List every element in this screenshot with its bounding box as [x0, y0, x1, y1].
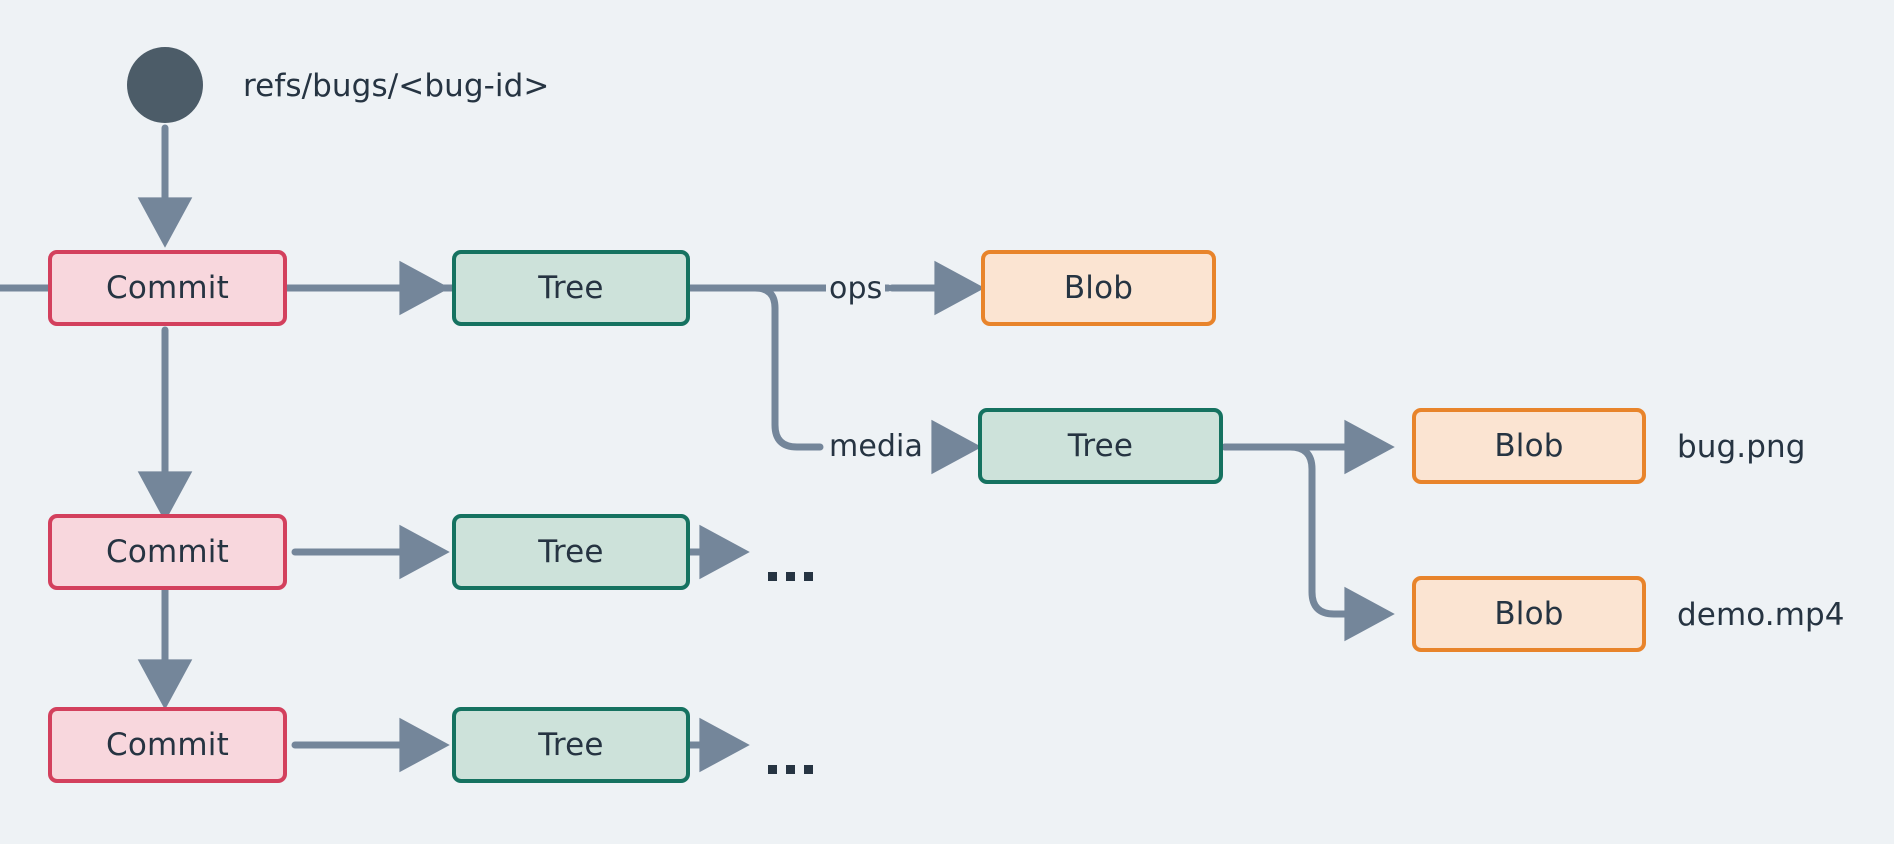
commit-node-3[interactable]: Commit — [48, 707, 287, 783]
ellipsis-row-2 — [768, 572, 813, 581]
edge-label-media: media — [826, 429, 926, 464]
file-label-demo-mp4: demo.mp4 — [1677, 597, 1845, 633]
ref-node-circle[interactable] — [127, 47, 203, 123]
ellipsis-row-3 — [768, 765, 813, 774]
edge-tree1-to-media — [686, 284, 824, 451]
edge-mediatree-to-demomp4 — [1221, 443, 1395, 642]
file-label-bug-png: bug.png — [1677, 429, 1806, 465]
blob-node-ops[interactable]: Blob — [981, 250, 1216, 326]
ref-name-label: refs/bugs/<bug-id> — [243, 68, 550, 104]
tree-node-2[interactable]: Tree — [452, 514, 690, 590]
tree-node-3[interactable]: Tree — [452, 707, 690, 783]
commit-node-2[interactable]: Commit — [48, 514, 287, 590]
tree-node-media[interactable]: Tree — [978, 408, 1223, 484]
commit-node-1[interactable]: Commit — [48, 250, 287, 326]
edge-label-ops: ops — [826, 271, 886, 306]
blob-node-demo-mp4[interactable]: Blob — [1412, 576, 1646, 652]
tree-node-1[interactable]: Tree — [452, 250, 690, 326]
blob-node-bug-png[interactable]: Blob — [1412, 408, 1646, 484]
